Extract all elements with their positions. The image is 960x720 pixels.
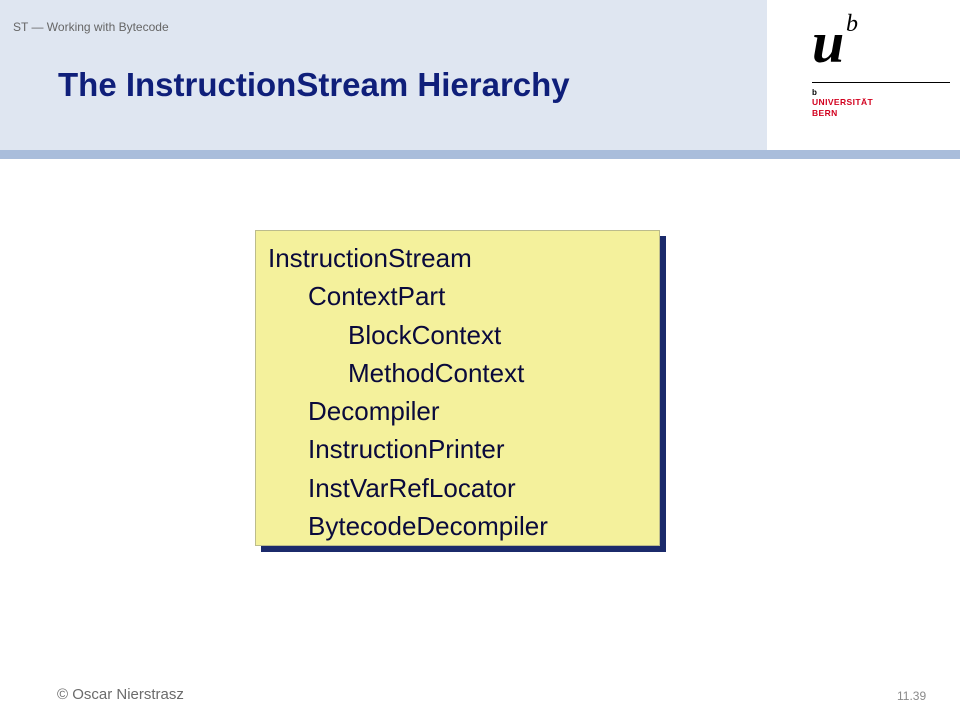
hierarchy-box: InstructionStream ContextPart BlockConte… xyxy=(255,230,660,546)
slide-title: The InstructionStream Hierarchy xyxy=(58,66,570,103)
header-divider xyxy=(0,150,960,159)
class-decompiler: Decompiler xyxy=(308,396,440,427)
logo-u: u xyxy=(812,10,845,75)
class-bytecodedecompiler: BytecodeDecompiler xyxy=(308,511,548,542)
class-contextpart: ContextPart xyxy=(308,281,446,312)
course-title: ST — Working with Bytecode xyxy=(13,20,169,34)
class-hierarchy-list: InstructionStream ContextPart BlockConte… xyxy=(268,239,548,545)
logo-b: b xyxy=(846,11,858,37)
class-instvarreflocator: InstVarRefLocator xyxy=(308,472,516,503)
logo-line-bern: BERN xyxy=(812,108,838,118)
class-instructionprinter: InstructionPrinter xyxy=(308,434,505,465)
logo-small-b: b xyxy=(812,88,817,97)
page-number: 11.39 xyxy=(897,689,927,703)
logo-line-universitat: UNIVERSITÄT xyxy=(812,97,874,107)
class-blockcontext: BlockContext xyxy=(348,319,502,350)
logo-rule xyxy=(812,82,950,83)
class-instructionstream: InstructionStream xyxy=(268,243,472,273)
footer-author: © Oscar Nierstrasz xyxy=(57,686,184,703)
class-methodcontext: MethodContext xyxy=(348,357,525,388)
logo-university-name: UNIVERSITÄT BERN xyxy=(812,97,873,119)
header-band xyxy=(0,0,767,150)
university-logo: u b b UNIVERSITÄT BERN xyxy=(812,8,952,123)
